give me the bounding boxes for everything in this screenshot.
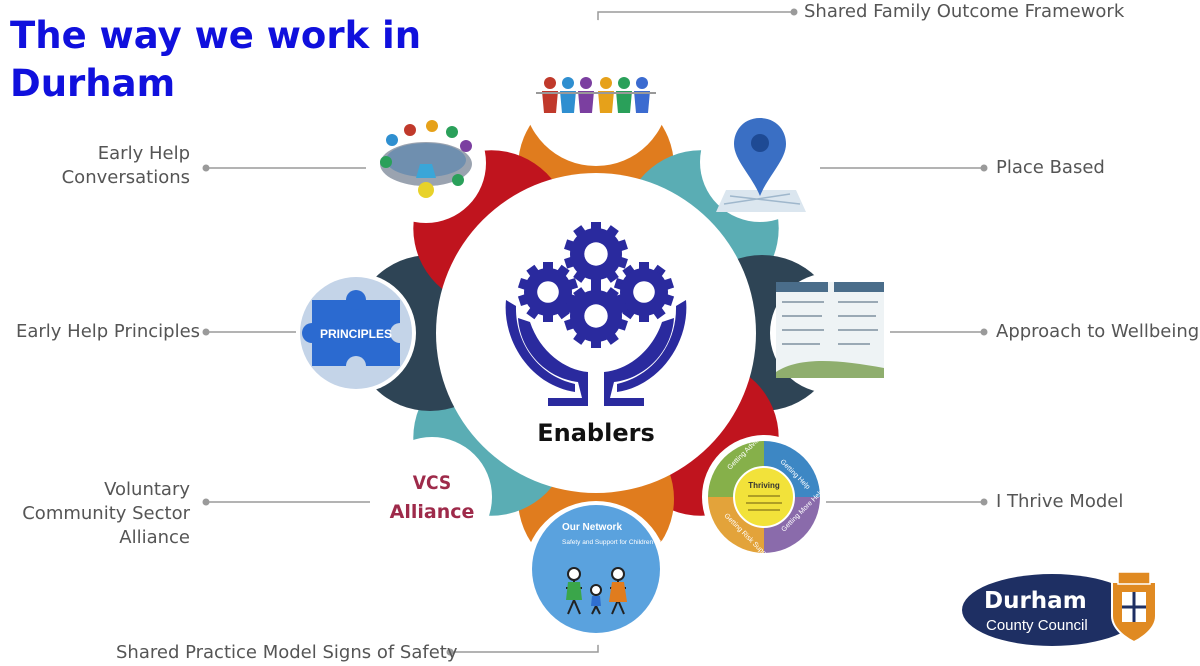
gear-icon (517, 262, 579, 322)
center-label: Enablers (537, 419, 654, 447)
connector-dot-eh-conversations (202, 164, 210, 172)
connector-dot-shared-family (790, 8, 798, 16)
coat-of-arms-icon (1111, 571, 1157, 644)
gears-hands-icon (505, 222, 687, 406)
label-place-based: Place Based (996, 157, 1105, 178)
connector-dot-approach-wellbeing (980, 328, 988, 336)
gear-icon (564, 284, 628, 348)
vcs-text-line1: VCS (413, 472, 451, 494)
logo-line1: Durham (984, 588, 1087, 614)
durham-council-logo: Durham County Council (962, 571, 1157, 646)
network-title: Our Network (562, 522, 622, 533)
label-vcs-alliance: Voluntary Community Sector Alliance (22, 479, 190, 548)
right-hand-shape (604, 318, 674, 406)
gear-icon (564, 222, 628, 286)
connectors-layer (202, 8, 988, 656)
vcs-alliance-icon: VCS Alliance (372, 437, 492, 557)
vcs-text-line2: Alliance (390, 501, 475, 523)
gear-icon (613, 262, 675, 322)
map-pin-icon (700, 102, 820, 222)
family-people-icon (523, 20, 669, 166)
label-eh-conversations: Early Help Conversations (61, 143, 190, 188)
thrive-wheel-icon: Thriving Getting Advice Getting Help Get… (702, 434, 826, 563)
thrive-center-text: Thriving (748, 481, 780, 490)
logo-line2: County Council (986, 617, 1088, 634)
our-network-icon: Our Network Safety and Support for Child… (524, 501, 692, 645)
label-eh-principles: Early Help Principles (16, 321, 201, 342)
principles-text: PRINCIPLES (320, 327, 392, 341)
connector-dot-i-thrive (980, 498, 988, 506)
left-hand-shape (518, 318, 588, 406)
label-shared-family: Shared Family Outcome Framework (804, 1, 1125, 22)
connector-dot-vcs-alliance (202, 498, 210, 506)
page-title: The way we work in Durham (10, 14, 422, 105)
connector-line-shared-family (597, 11, 794, 28)
label-approach-wellbeing: Approach to Wellbeing (996, 321, 1200, 342)
connector-dot-eh-principles (202, 328, 210, 336)
network-subtitle: Safety and Support for Children and Fami… (562, 539, 692, 546)
meeting-table-icon (366, 103, 486, 223)
label-signs-of-safety: Shared Practice Model Signs of Safety (116, 642, 458, 663)
icons-layer: Thriving Getting Advice Getting Help Get… (296, 20, 890, 645)
connector-dot-signs-of-safety (446, 648, 454, 656)
connector-dot-place-based (980, 164, 988, 172)
wellbeing-document-icon (770, 273, 890, 393)
label-i-thrive: I Thrive Model (996, 491, 1124, 512)
principles-puzzle-icon: PRINCIPLES (296, 273, 416, 393)
